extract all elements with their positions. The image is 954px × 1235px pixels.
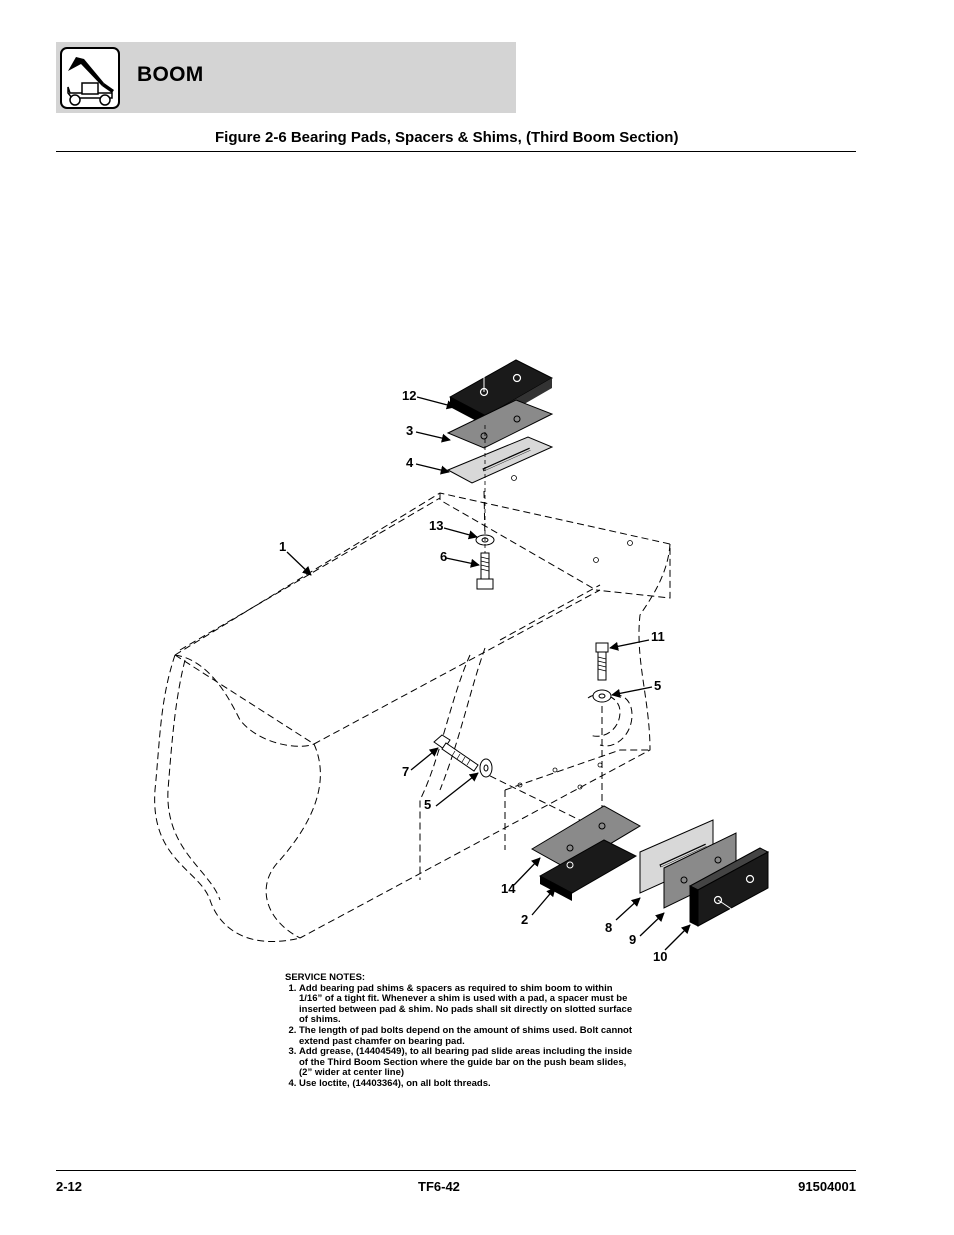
callout-8: 8 — [605, 920, 613, 935]
callout-4: 4 — [406, 455, 414, 470]
washer-5-lower — [479, 758, 493, 778]
callout-12: 12 — [402, 388, 417, 403]
service-notes-heading: SERVICE NOTES: — [285, 972, 366, 983]
callout-9: 9 — [629, 932, 637, 947]
page-number: 2-12 — [56, 1179, 83, 1194]
bolt-11 — [595, 642, 609, 681]
document-number: 91504001 — [798, 1179, 856, 1194]
callout-14: 14 — [501, 881, 516, 896]
leader-arrows — [286, 396, 691, 951]
service-notes-list: Add bearing pad shims & spacers as requi… — [285, 983, 635, 1090]
callout-5-upper: 5 — [654, 678, 662, 693]
callout-7: 7 — [402, 764, 410, 779]
callout-1: 1 — [279, 539, 287, 554]
figure-title: Figure 2-6 Bearing Pads, Spacers & Shims… — [215, 129, 679, 146]
callout-3: 3 — [406, 423, 414, 438]
lower-bearing-pad-2 — [538, 839, 638, 901]
callout-11: 11 — [651, 629, 665, 644]
bolt-6 — [476, 552, 494, 590]
callout-10: 10 — [653, 949, 668, 964]
service-notes: SERVICE NOTES: Add bearing pad shims & s… — [285, 972, 635, 1090]
side-bearing-pad-10 — [688, 847, 770, 927]
header-band — [56, 42, 516, 113]
washer-5-upper — [592, 689, 612, 703]
top-shim-4 — [446, 436, 554, 484]
footer-divider — [56, 1170, 856, 1171]
top-spacer-3 — [446, 399, 554, 449]
service-note: Add bearing pad shims & spacers as requi… — [299, 983, 635, 1026]
header-divider — [56, 151, 856, 152]
side-shim-8 — [639, 819, 714, 894]
callout-2: 2 — [521, 912, 529, 927]
bolt-7 — [433, 734, 479, 772]
telehandler-icon — [60, 47, 120, 109]
callout-5-lower: 5 — [424, 797, 432, 812]
callout-6: 6 — [440, 549, 448, 564]
model-number: TF6-42 — [418, 1179, 460, 1194]
service-note: Add grease, (14404549), to all bearing p… — [299, 1046, 635, 1079]
callout-13: 13 — [429, 518, 444, 533]
service-note: Use loctite, (14403364), on all bolt thr… — [299, 1078, 635, 1090]
service-note: The length of pad bolts depend on the am… — [299, 1025, 635, 1047]
section-title: BOOM — [137, 63, 204, 86]
